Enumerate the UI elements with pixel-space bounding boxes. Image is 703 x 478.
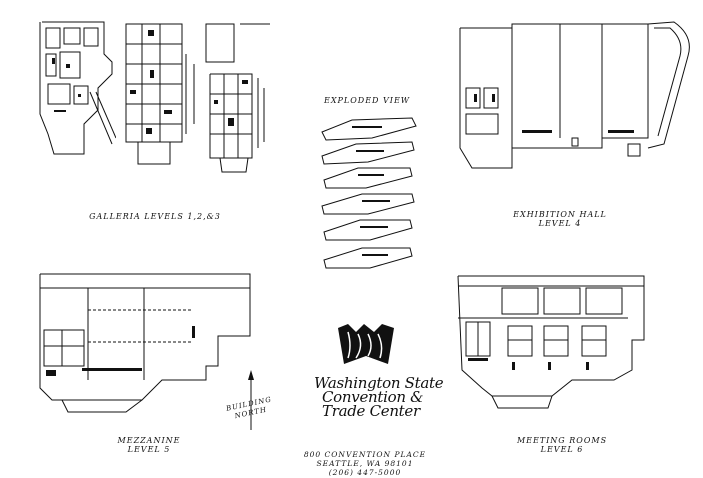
address-block: 800 CONVENTION PLACE SEATTLE, WA 98101 (…	[300, 450, 430, 477]
exploded-view-label: EXPLODED VIEW	[324, 96, 410, 105]
exhibition-hall-label: EXHIBITION HALL LEVEL 4	[490, 210, 630, 228]
exhibition-hall-title: EXHIBITION HALL	[513, 210, 607, 219]
north-arrow-icon	[248, 370, 254, 430]
galleria-level-2-plan	[125, 23, 195, 165]
address-line2: SEATTLE, WA 98101	[316, 459, 414, 468]
mezzanine-level: LEVEL 5	[127, 445, 171, 454]
mezzanine-label: MEZZANINE LEVEL 5	[94, 436, 204, 454]
wsctc-logo-icon	[338, 324, 394, 364]
meeting-rooms-level: LEVEL 6	[540, 445, 584, 454]
brand-name-line3: Trade Center	[322, 402, 420, 420]
address-phone: (206) 447-5000	[328, 468, 402, 477]
meeting-rooms-label: MEETING ROOMS LEVEL 6	[502, 436, 622, 454]
mezzanine-title: MEZZANINE	[117, 436, 181, 445]
exhibition-hall-plan	[459, 21, 690, 169]
exploded-view-diagram	[321, 117, 417, 269]
brand-name: Washington State Convention & Trade Cent…	[314, 374, 444, 420]
brand-name-line1: Washington State	[314, 374, 444, 392]
galleria-level-3-plan	[205, 23, 270, 173]
exhibition-hall-level: LEVEL 4	[538, 219, 582, 228]
meeting-rooms-plan	[457, 275, 645, 409]
address-line1: 800 CONVENTION PLACE	[303, 450, 427, 459]
meeting-rooms-title: MEETING ROOMS	[516, 436, 608, 445]
galleria-level-1-plan	[39, 21, 116, 155]
brand-name-line2: Convention &	[322, 388, 424, 406]
galleria-label: GALLERIA LEVELS 1,2,&3	[89, 212, 221, 221]
mezzanine-plan	[39, 273, 251, 413]
